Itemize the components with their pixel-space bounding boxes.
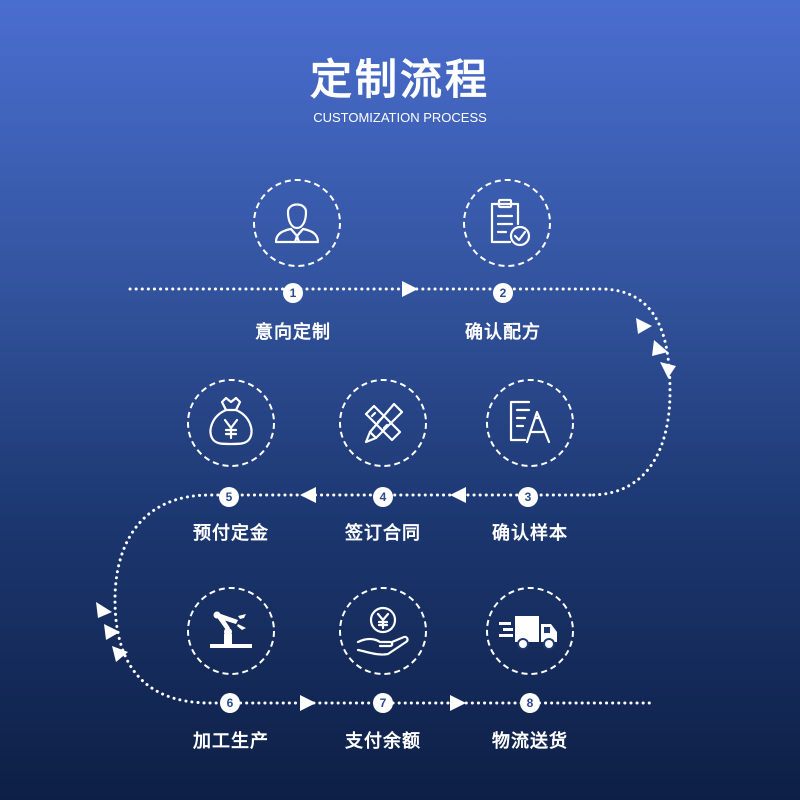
document-pen-icon <box>485 378 575 468</box>
step-number-2: 2 <box>493 283 513 303</box>
hand-coin-icon <box>338 586 428 676</box>
page-title: 定制流程 <box>309 55 490 104</box>
track-row-1 <box>128 287 672 497</box>
step-number-6: 6 <box>220 693 240 713</box>
arrow-curve-1 <box>636 318 652 334</box>
step-number-3: 3 <box>518 487 538 507</box>
robot-arm-icon <box>186 586 276 676</box>
step-label-3: 确认样本 <box>492 523 568 544</box>
arrow-right-2 <box>300 695 316 711</box>
step-number-1: 1 <box>283 283 303 303</box>
arrow-curve-5 <box>104 624 120 640</box>
step-label-4: 签订合同 <box>345 523 421 544</box>
step-number-7: 7 <box>373 693 393 713</box>
arrow-right-3 <box>450 695 466 711</box>
arrow-left-2 <box>300 487 316 503</box>
person-icon <box>252 178 342 268</box>
step-label-1: 意向定制 <box>255 322 331 343</box>
page-subtitle: CUSTOMIZATION PROCESS <box>313 110 487 125</box>
step-number-4: 4 <box>373 487 393 507</box>
step-label-6: 加工生产 <box>193 731 269 752</box>
step-number-8: 8 <box>520 693 540 713</box>
step-label-7: 支付余额 <box>345 731 421 752</box>
pencil-ruler-icon <box>338 378 428 468</box>
arrow-right-1 <box>402 281 418 297</box>
arrow-curve-2 <box>652 340 668 356</box>
step-label-2: 确认配方 <box>465 322 541 343</box>
step-number-5: 5 <box>219 487 239 507</box>
step-label-5: 预付定金 <box>193 523 269 544</box>
step-label-8: 物流送货 <box>492 731 568 752</box>
delivery-truck-icon <box>485 586 575 676</box>
arrow-left-1 <box>450 487 466 503</box>
money-bag-icon <box>186 378 276 468</box>
clipboard-check-icon <box>462 178 552 268</box>
arrow-curve-4 <box>96 602 112 618</box>
arrow-curve-6 <box>112 646 128 662</box>
arrow-curve-3 <box>660 362 676 378</box>
